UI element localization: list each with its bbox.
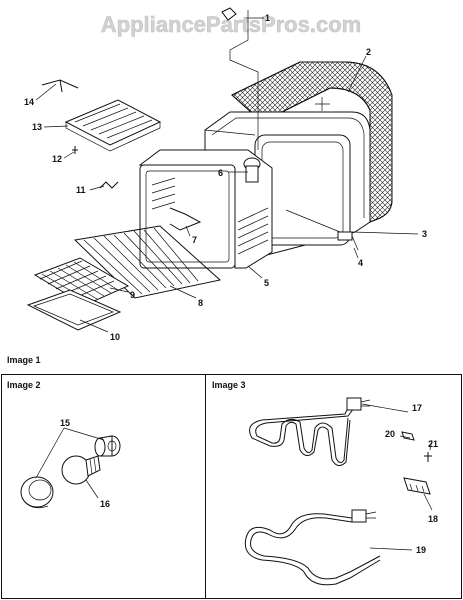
small-rack <box>64 99 162 152</box>
callout-20: 20 <box>385 429 395 439</box>
callout-7: 7 <box>192 235 197 245</box>
callout-15: 15 <box>60 418 70 428</box>
callout-3: 3 <box>422 229 427 239</box>
oven-liner <box>138 149 273 269</box>
image1-leader-lines <box>35 17 419 333</box>
callout-15-leader <box>35 427 105 479</box>
callout-6: 6 <box>218 168 223 178</box>
terminal-block <box>285 209 359 251</box>
callout-19: 19 <box>416 545 426 555</box>
lower-panels-frame <box>1 374 462 599</box>
callout-17-leader <box>361 403 409 413</box>
callout-20-leader <box>399 435 411 439</box>
callout-19-leader <box>369 547 413 551</box>
callout-18-leader <box>423 493 433 511</box>
oven-insulation-wrap <box>231 61 393 223</box>
light-bulb <box>61 455 101 485</box>
element-bracket <box>401 431 415 441</box>
panel-label-image1: Image 1 <box>7 355 41 365</box>
callout-8: 8 <box>198 298 203 308</box>
callout-16: 16 <box>100 499 110 509</box>
callout-17: 17 <box>412 403 422 413</box>
image3-heating-elements: Image 3 17 20 21 1 <box>212 380 438 586</box>
rack-bracket <box>41 79 79 93</box>
lens-cover <box>20 476 54 509</box>
broil-element <box>249 397 371 466</box>
screw <box>72 146 78 154</box>
callout-12: 12 <box>52 154 62 164</box>
callout-9: 9 <box>130 290 135 300</box>
callout-1: 1 <box>265 13 270 23</box>
callout-14: 14 <box>24 97 34 107</box>
panel-label-image3: Image 3 <box>212 380 246 390</box>
bracket-screw <box>424 452 432 462</box>
callout-4: 4 <box>358 258 363 268</box>
panel-label-image2: Image 2 <box>7 380 41 390</box>
callout-18: 18 <box>428 514 438 524</box>
callout-2: 2 <box>366 47 371 57</box>
bake-element <box>169 207 202 231</box>
image1-oven-assembly: 1 2 3 4 5 6 7 8 9 10 11 12 13 14 <box>24 7 427 342</box>
thermostat-sensor <box>221 7 261 183</box>
image2-light-assembly: Image 2 15 16 <box>7 380 121 509</box>
callout-13: 13 <box>32 122 42 132</box>
callout-10: 10 <box>110 332 120 342</box>
callout-21: 21 <box>428 439 438 449</box>
callout-21-leader <box>429 439 433 451</box>
broil-pan <box>26 289 122 331</box>
bake-element-lower <box>244 509 381 586</box>
lamp-socket <box>94 435 121 457</box>
spring-clip <box>99 181 119 189</box>
element-terminal-block <box>403 477 431 495</box>
callout-16-leader <box>85 479 99 499</box>
callout-11: 11 <box>76 185 86 195</box>
callout-5: 5 <box>264 278 269 288</box>
